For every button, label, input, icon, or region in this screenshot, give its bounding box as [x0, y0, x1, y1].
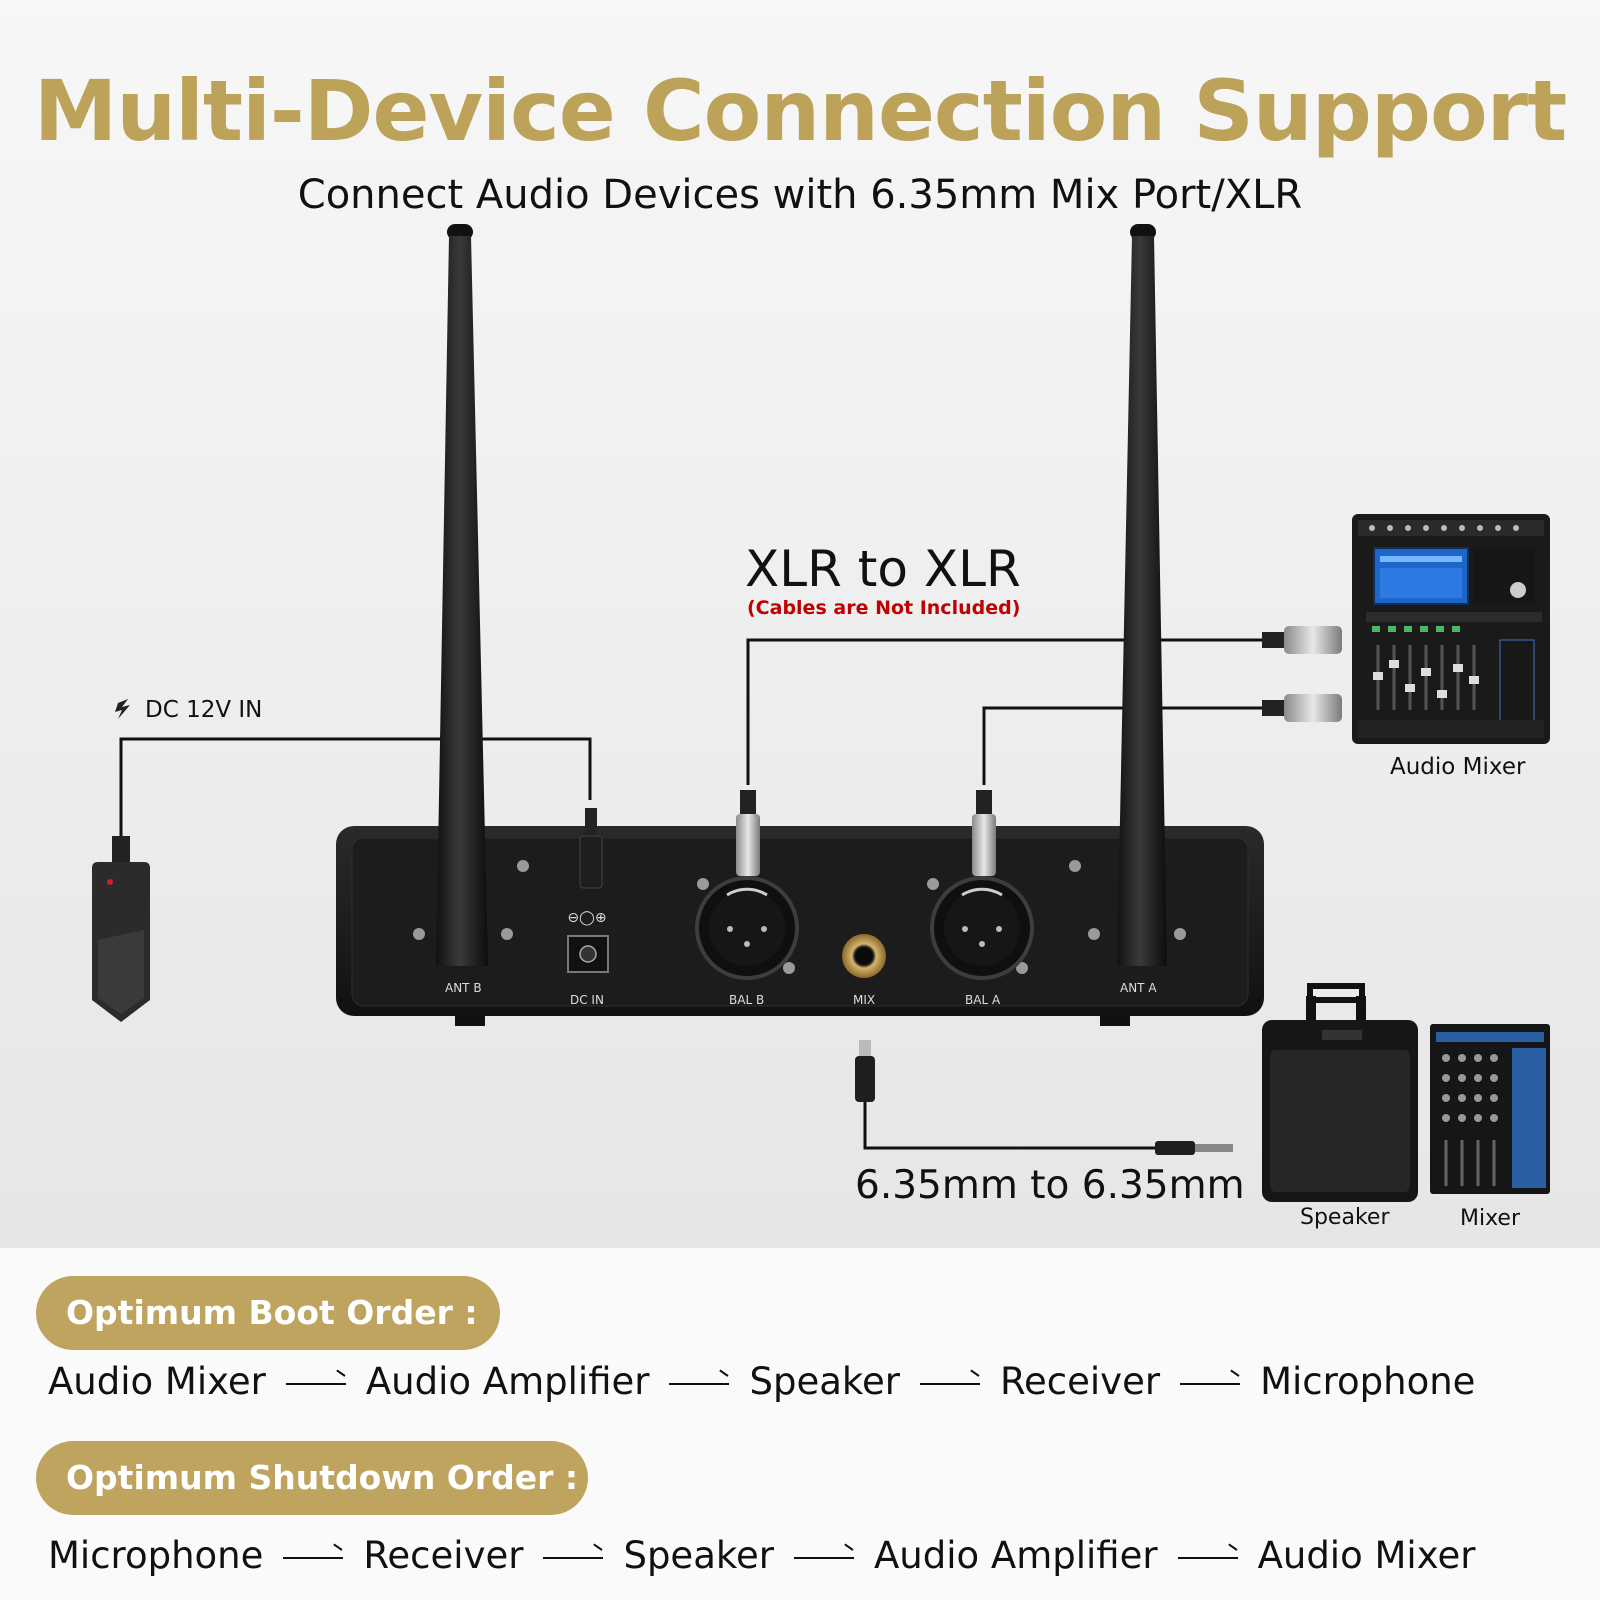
shutdown-step: Microphone: [48, 1534, 264, 1577]
quarter-inch-cable-label: 6.35mm to 6.35mm: [855, 1163, 1245, 1208]
page-title: Multi-Device Connection Support: [33, 62, 1568, 160]
plug-connectors: [579, 626, 1342, 1155]
antenna-a: [1117, 224, 1167, 966]
xlr-cable-label: XLR to XLR: [745, 540, 1021, 598]
arrow-right-icon: [1177, 1549, 1238, 1563]
receiver-unit: ⊖◯⊕: [336, 826, 1264, 1026]
shutdown-step: Audio Mixer: [1257, 1534, 1476, 1577]
arrow-right-icon: [1180, 1375, 1241, 1389]
port-label-mix: MIX: [853, 993, 876, 1007]
boot-step: Microphone: [1260, 1360, 1476, 1403]
audio-mixer-label: Audio Mixer: [1390, 754, 1526, 780]
svg-text:⊖◯⊕: ⊖◯⊕: [567, 910, 606, 926]
port-label-ant-a: ANT A: [1120, 981, 1157, 995]
shutdown-step: Speaker: [623, 1534, 774, 1577]
mixer-device: [1430, 1024, 1550, 1194]
audio-mixer-device: [1352, 514, 1550, 744]
dc-cable: [119, 737, 592, 840]
speaker-label: Speaker: [1300, 1205, 1390, 1230]
shutdown-step: Audio Amplifier: [873, 1534, 1158, 1577]
arrow-right-icon: [285, 1375, 346, 1389]
xlr-cable-b: [746, 638, 1262, 785]
boot-step: Speaker: [749, 1360, 900, 1403]
shutdown-order-heading: Optimum Shutdown Order :: [36, 1441, 588, 1515]
arrow-right-icon: [919, 1375, 980, 1389]
boot-order-sequence: Audio Mixer Audio Amplifier Speaker Rece…: [48, 1360, 1475, 1403]
arrow-right-icon: [543, 1549, 604, 1563]
power-adapter: [92, 836, 150, 1022]
quarter-inch-cable: [863, 1095, 1160, 1150]
speaker-device: [1262, 983, 1418, 1202]
dc-input-label: DC 12V IN: [145, 697, 263, 723]
shutdown-order-sequence: Microphone Receiver Speaker Audio Amplif…: [48, 1534, 1475, 1577]
port-label-bal-b: BAL B: [729, 993, 765, 1007]
arrow-right-icon: [283, 1549, 344, 1563]
port-label-dc-in: DC IN: [570, 993, 604, 1007]
boot-step: Receiver: [999, 1360, 1161, 1403]
cables-not-included-note: (Cables are Not Included): [747, 597, 1021, 619]
connection-illustration: ⊖◯⊕: [92, 224, 1550, 1202]
boot-step: Audio Amplifier: [365, 1360, 650, 1403]
page-subtitle: Connect Audio Devices with 6.35mm Mix Po…: [297, 172, 1303, 218]
shutdown-step: Receiver: [363, 1534, 524, 1577]
boot-step: Audio Mixer: [48, 1360, 266, 1403]
arrow-right-icon: [669, 1375, 730, 1389]
port-label-bal-a: BAL A: [965, 993, 1001, 1007]
dc-plug-icon: [115, 699, 130, 719]
screws: [413, 860, 1186, 974]
boot-order-heading: Optimum Boot Order :: [36, 1276, 500, 1350]
antenna-b: [436, 224, 488, 966]
cables: [119, 638, 1262, 1150]
arrow-right-icon: [793, 1549, 854, 1563]
port-label-ant-b: ANT B: [445, 981, 482, 995]
xlr-cable-a: [982, 706, 1262, 785]
mixer-label: Mixer: [1460, 1206, 1521, 1231]
